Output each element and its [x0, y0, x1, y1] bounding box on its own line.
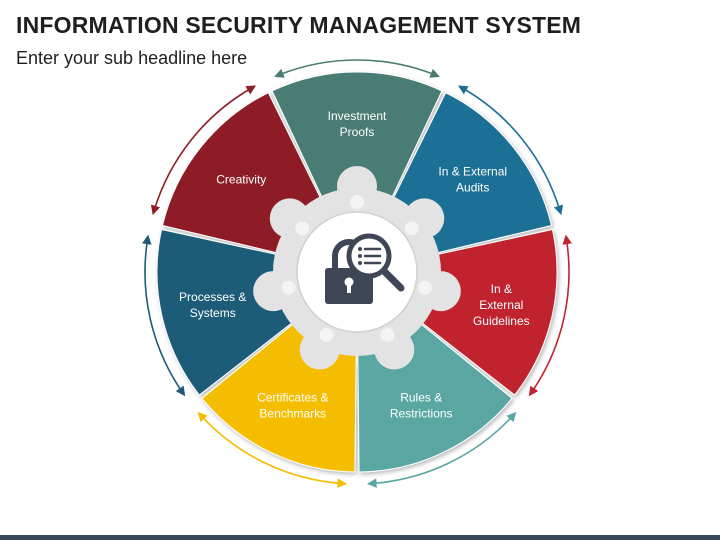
segment-label-6: Creativity [216, 173, 266, 187]
lock-search-icon [325, 233, 405, 304]
gear-notch [281, 280, 296, 295]
cycle-arrow-6 [150, 85, 257, 216]
segment-label-5: Processes &Systems [179, 290, 246, 320]
cycle-arrows [142, 59, 572, 488]
checklist-bullet [358, 261, 362, 265]
page-subtitle: Enter your sub headline here [16, 48, 248, 68]
gear-notch [404, 221, 419, 236]
gear-notch [350, 195, 364, 209]
bottom-accent-bar [0, 535, 720, 540]
gear-notch [418, 280, 433, 295]
cycle-arrow-4 [197, 411, 348, 488]
cycle-arrow-0 [274, 59, 440, 78]
segment-label-4: Certificates &Benchmarks [257, 390, 328, 420]
page-title: INFORMATION SECURITY MANAGEMENT SYSTEM [16, 12, 582, 38]
checklist-bullet [358, 247, 362, 251]
keyhole-slot [347, 282, 351, 293]
gear-notch [319, 328, 334, 343]
cycle-arrow-3 [366, 411, 517, 488]
gear-notch [380, 328, 395, 343]
cycle-arrow-1 [457, 85, 564, 216]
magnifier-handle [379, 266, 405, 292]
gear-notch [295, 221, 310, 236]
cycle-arrow-2 [528, 234, 572, 397]
checklist-bullet [358, 254, 362, 258]
cycle-arrow-5 [142, 234, 186, 397]
segment-label-3: Rules &Restrictions [390, 390, 453, 420]
